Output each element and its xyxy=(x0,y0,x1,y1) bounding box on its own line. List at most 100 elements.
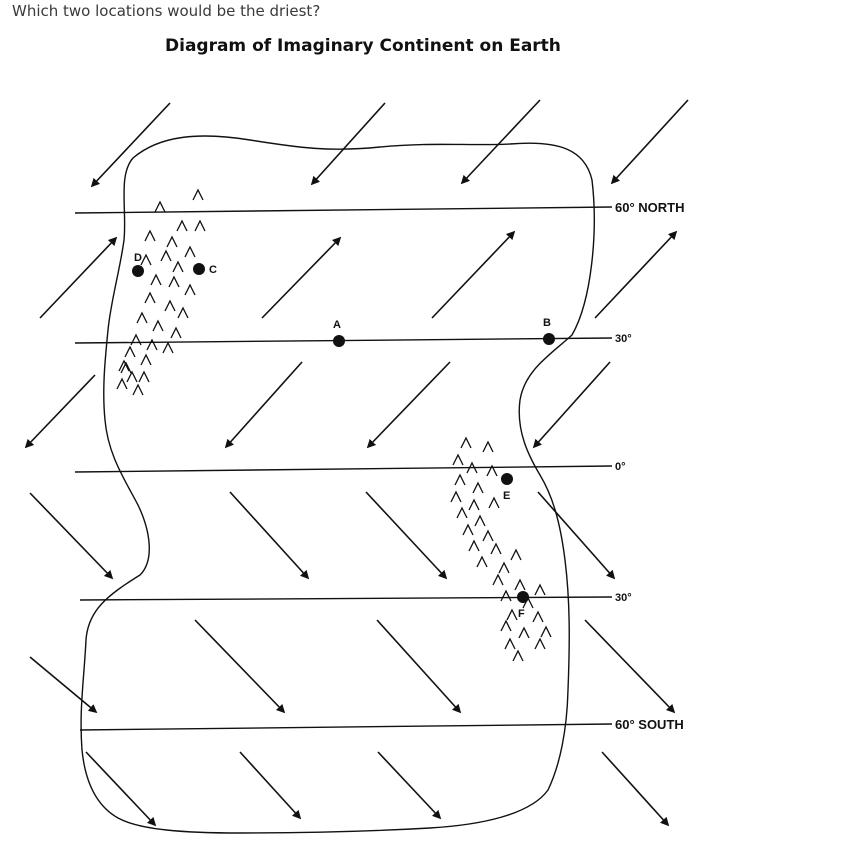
wind-arrow-icon xyxy=(39,236,118,319)
mountain-icon xyxy=(176,219,188,232)
mountain-icon xyxy=(534,583,546,596)
location-label-b: B xyxy=(543,317,551,329)
mountain-icon xyxy=(152,319,164,332)
wind-arrow-icon xyxy=(594,230,678,319)
wind-arrow-icon xyxy=(229,491,310,580)
mountain-icon xyxy=(492,573,504,586)
latitude-label-60s: 60° SOUTH xyxy=(615,717,684,732)
latitude-label-30s: 30° xyxy=(615,592,632,604)
latitude-line-0 xyxy=(74,465,613,473)
mountain-icon xyxy=(454,473,466,486)
mountain-icon xyxy=(472,481,484,494)
mountain-icon xyxy=(168,275,180,288)
wind-arrow-icon xyxy=(366,361,451,449)
mountain-icon xyxy=(164,299,176,312)
wind-arrows xyxy=(24,99,689,827)
mountain-icon xyxy=(518,626,530,639)
mountain-ranges xyxy=(116,188,552,662)
mountain-icon xyxy=(466,461,478,474)
mountain-icon xyxy=(500,619,512,632)
wind-arrow-icon xyxy=(29,656,98,714)
mountain-icon xyxy=(506,608,518,621)
mountain-icon xyxy=(177,306,189,319)
wind-arrow-icon xyxy=(29,492,114,580)
question-text: Which two locations would be the driest? xyxy=(12,2,321,20)
mountain-icon xyxy=(488,496,500,509)
mountain-icon xyxy=(456,506,468,519)
mountain-icon xyxy=(540,625,552,638)
wind-arrow-icon xyxy=(239,751,302,820)
mountain-icon xyxy=(144,229,156,242)
location-dot-icon xyxy=(132,265,144,277)
wind-arrow-icon xyxy=(224,361,303,449)
mountain-icon xyxy=(120,361,132,374)
location-label-f: F xyxy=(518,608,525,620)
wind-arrow-icon xyxy=(194,619,286,714)
mountain-icon xyxy=(170,326,182,339)
wind-arrow-icon xyxy=(610,99,689,185)
mountain-icon xyxy=(452,453,464,466)
location-label-e: E xyxy=(503,490,510,502)
wind-arrow-icon xyxy=(377,751,442,820)
wind-arrow-icon xyxy=(584,619,676,714)
mountain-icon xyxy=(498,561,510,574)
mountain-icon xyxy=(450,490,462,503)
wind-arrow-icon xyxy=(365,491,448,580)
continent-outline xyxy=(80,135,595,834)
mountain-icon xyxy=(160,249,172,262)
mountain-icon xyxy=(194,219,206,232)
mountain-icon xyxy=(140,353,152,366)
diagram-title: Diagram of Imaginary Continent on Earth xyxy=(165,36,561,56)
location-label-c: C xyxy=(209,264,217,276)
mountain-icon xyxy=(482,529,494,542)
location-dot-icon xyxy=(543,333,555,345)
location-dot-icon xyxy=(517,591,529,603)
latitude-line-60s xyxy=(79,723,613,731)
mountain-icon xyxy=(514,578,526,591)
mountain-icon xyxy=(144,291,156,304)
mountain-icon xyxy=(126,370,138,383)
mountain-icon xyxy=(510,548,522,561)
wind-arrow-icon xyxy=(90,102,171,188)
mountain-icon xyxy=(154,200,166,213)
mountain-icon xyxy=(184,283,196,296)
wind-arrow-icon xyxy=(601,751,670,827)
location-dot-icon xyxy=(333,335,345,347)
mountain-icon xyxy=(490,542,502,555)
location-label-d: D xyxy=(134,252,142,264)
mountain-icon xyxy=(162,341,174,354)
wind-arrow-icon xyxy=(431,230,516,319)
wind-arrow-icon xyxy=(24,374,96,449)
wind-arrow-icon xyxy=(537,491,616,580)
location-label-a: A xyxy=(333,319,341,331)
mountain-icon xyxy=(476,555,488,568)
wind-arrow-icon xyxy=(310,102,386,186)
wind-arrow-icon xyxy=(376,619,462,714)
latitude-lines xyxy=(74,206,613,731)
mountain-icon xyxy=(486,464,498,477)
location-markers xyxy=(132,263,555,603)
latitude-label-60n: 60° NORTH xyxy=(615,200,685,215)
mountain-icon xyxy=(500,589,512,602)
mountain-icon xyxy=(166,235,178,248)
wind-arrow-icon xyxy=(532,361,611,449)
mountain-icon xyxy=(124,345,136,358)
wind-arrow-icon xyxy=(85,751,157,827)
wind-arrow-icon xyxy=(460,99,541,185)
mountain-icon xyxy=(130,333,142,346)
mountain-icon xyxy=(482,440,494,453)
mountain-icon xyxy=(184,245,196,258)
mountain-icon xyxy=(512,649,524,662)
mountain-icon xyxy=(172,260,184,273)
location-dot-icon xyxy=(501,473,513,485)
mountain-icon xyxy=(192,188,204,201)
mountain-icon xyxy=(534,637,546,650)
mountain-icon xyxy=(138,370,150,383)
wind-arrow-icon xyxy=(261,236,342,319)
mountain-icon xyxy=(150,273,162,286)
mountain-icon xyxy=(460,436,472,449)
mountain-icon xyxy=(474,514,486,527)
mountain-icon xyxy=(116,377,128,390)
latitude-label-0: 0° xyxy=(615,461,626,473)
